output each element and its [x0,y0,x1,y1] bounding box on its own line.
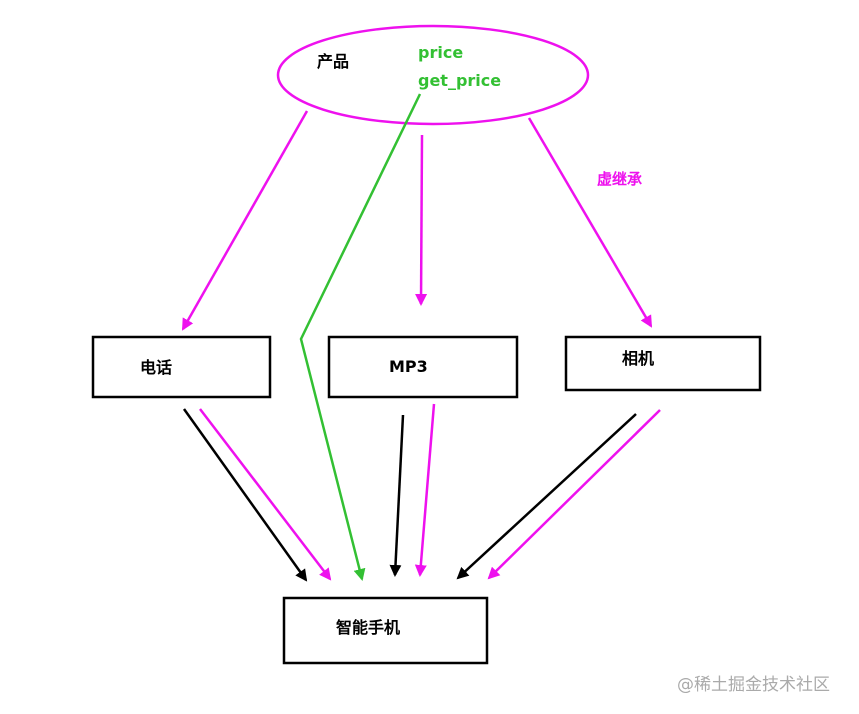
edge-phone-to-smartphone-black [182,408,308,582]
smartphone-label: 智能手机 [336,618,400,637]
product-ellipse [276,24,590,126]
mp3-box [327,335,519,399]
phone-box [91,335,272,399]
edge-phone-to-smartphone-magenta [199,408,332,581]
phone-label: 电话 [140,358,172,377]
edge-camera-to-smartphone-black [456,413,637,580]
camera-box [564,335,762,392]
product-label: 产品 [317,52,349,71]
edge-product-to-camera [527,117,653,328]
edge-mp3-to-smartphone-magenta [414,403,436,577]
edge-camera-to-smartphone-magenta [487,409,661,580]
edge-product-to-phone [181,110,309,331]
member-access-path [299,93,422,581]
virtual-inheritance-label: 虚继承 [597,170,642,188]
smartphone-box [282,596,489,665]
camera-label: 相机 [622,349,654,368]
watermark: @稀土掘金技术社区 [677,675,830,695]
price-member-label: price [418,43,463,62]
mp3-label: MP3 [389,357,428,376]
edge-product-to-mp3 [415,134,428,306]
get-price-member-label: get_price [418,71,501,90]
edge-mp3-to-smartphone-black [389,414,405,577]
